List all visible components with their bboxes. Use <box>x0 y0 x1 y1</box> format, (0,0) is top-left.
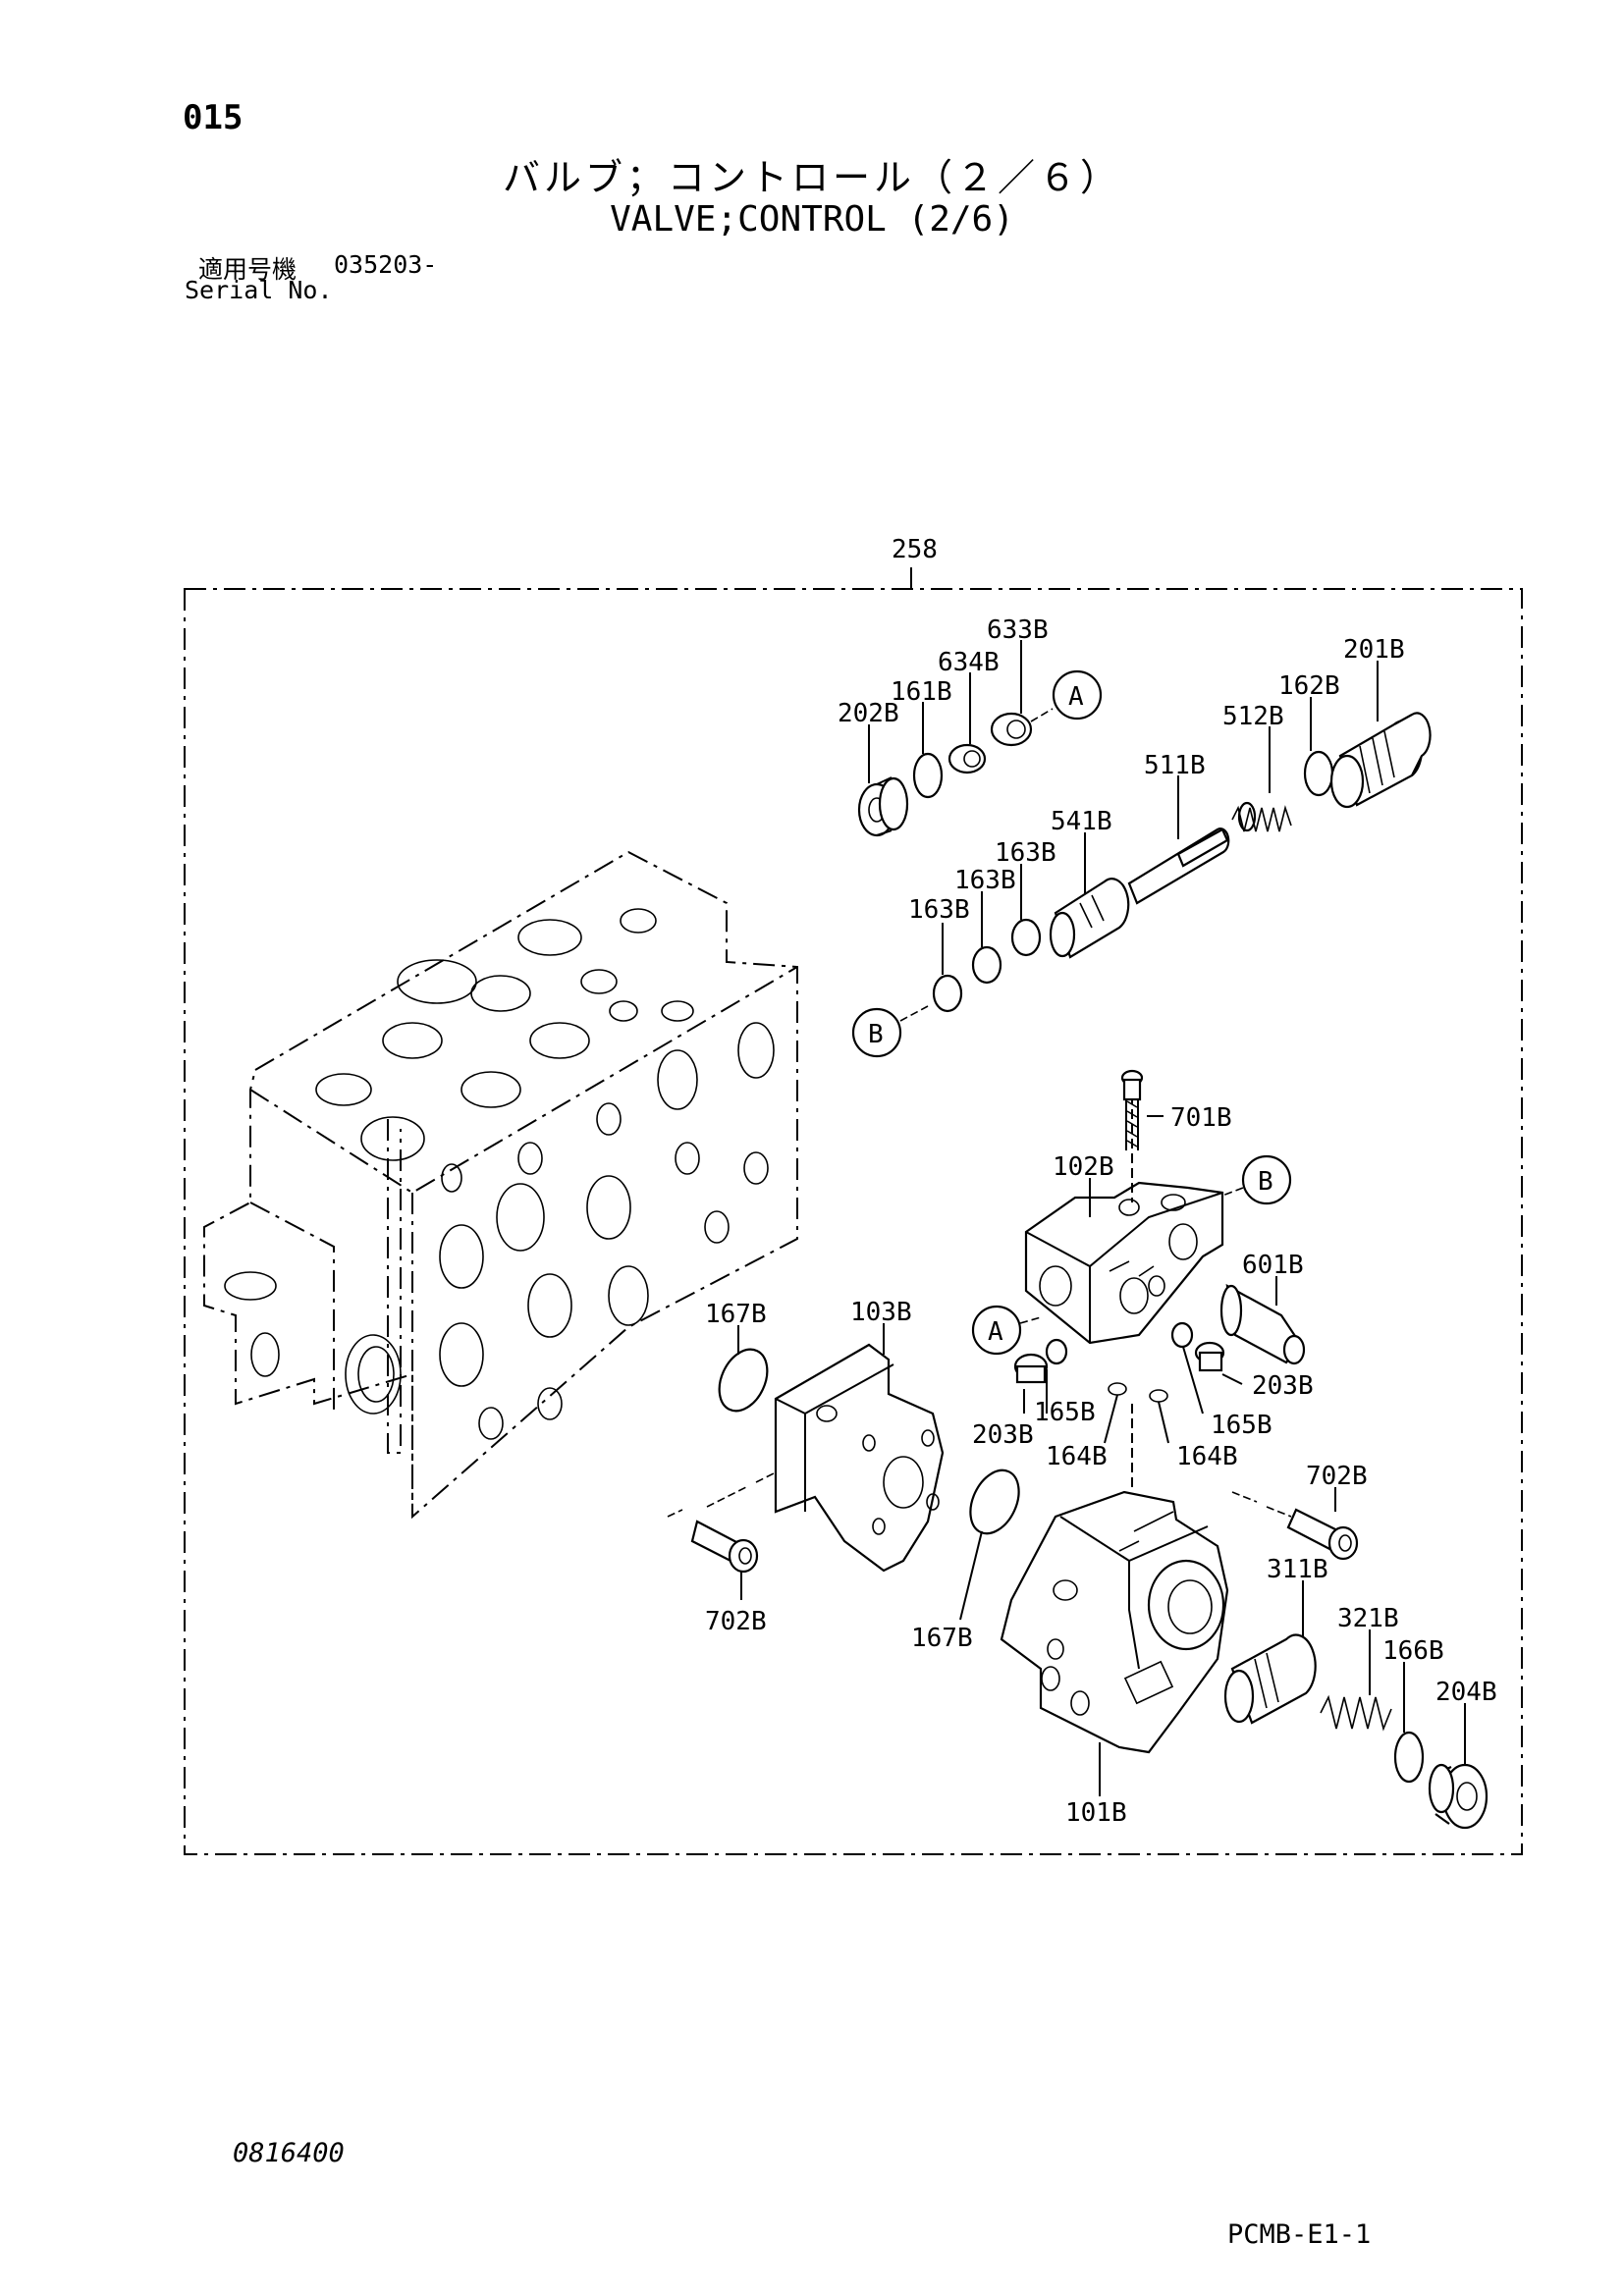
o-ring-165B-left <box>1045 1338 1068 1365</box>
o-ring-162B <box>1303 750 1334 797</box>
valve-housing-block <box>203 850 798 1520</box>
o-ring-167B-upper <box>718 1348 769 1413</box>
o-ring-161B <box>912 752 944 799</box>
callout-321B: 321B <box>1337 1604 1399 1633</box>
callout-163B-1: 163B <box>908 895 970 925</box>
svg-text:B: B <box>1258 1167 1273 1197</box>
valve-body-101B <box>1000 1490 1229 1754</box>
cap-201B <box>1329 712 1432 809</box>
callout-311B: 311B <box>1267 1555 1328 1584</box>
callout-163B-2: 163B <box>954 866 1016 895</box>
callout-163B-3: 163B <box>995 838 1056 868</box>
sleeve-541B <box>1049 878 1130 959</box>
callout-702B-right: 702B <box>1306 1462 1368 1491</box>
callout-203B-left: 203B <box>972 1420 1034 1450</box>
o-ring-163B-1 <box>932 974 963 1013</box>
callout-leaders <box>737 640 1466 1796</box>
drawing-code: 0816400 <box>233 2138 345 2168</box>
callout-204B: 204B <box>1435 1678 1497 1707</box>
reference-marker-a-top: A <box>1052 669 1103 721</box>
serial-label-english: Serial No. <box>185 276 333 304</box>
callout-702B-left: 702B <box>705 1607 767 1636</box>
reference-marker-b-left: B <box>851 1005 929 1058</box>
serial-label-japanese: 適用号機 <box>198 255 298 284</box>
o-ring-165B-right <box>1170 1321 1194 1349</box>
reference-marker-a-mid: A <box>971 1305 1042 1356</box>
callout-166B: 166B <box>1382 1636 1444 1666</box>
spring-512B <box>1231 805 1292 832</box>
callout-511B: 511B <box>1144 751 1206 780</box>
callout-601B: 601B <box>1242 1251 1304 1280</box>
o-ring-166B <box>1393 1731 1425 1784</box>
plug-204B <box>1428 1763 1489 1830</box>
o-ring-163B-2 <box>971 945 1002 985</box>
plug-203B-left <box>1013 1353 1049 1384</box>
svg-text:B: B <box>868 1020 884 1049</box>
plug-203B-right <box>1194 1341 1225 1372</box>
reference-marker-b-right: B <box>1221 1154 1292 1205</box>
callout-203B-right: 203B <box>1252 1371 1314 1401</box>
callout-164B-left: 164B <box>1046 1442 1108 1471</box>
svg-text:A: A <box>988 1317 1003 1347</box>
callout-167B-lower: 167B <box>911 1624 973 1653</box>
plug-202B <box>857 776 909 837</box>
callout-164B-right: 164B <box>1176 1442 1238 1471</box>
callout-634B: 634B <box>938 648 1000 677</box>
callout-103B: 103B <box>850 1298 912 1327</box>
poppet-311B <box>1223 1633 1317 1725</box>
callout-202B: 202B <box>838 699 899 728</box>
callout-633B: 633B <box>987 615 1049 645</box>
callout-541B: 541B <box>1051 807 1112 836</box>
callout-512B: 512B <box>1222 702 1284 731</box>
spool-511B <box>1127 801 1257 905</box>
part-634B <box>947 743 987 774</box>
o-ring-167B-lower <box>969 1468 1020 1535</box>
spring-321B <box>1320 1694 1392 1732</box>
callout-165B-left: 165B <box>1034 1398 1096 1427</box>
o-ring-164B-right <box>1149 1389 1168 1403</box>
callout-201B: 201B <box>1343 635 1405 665</box>
assembly-label: 258 <box>892 535 938 564</box>
o-ring-164B-left <box>1108 1382 1127 1396</box>
bolt-702B-right <box>1286 1508 1359 1561</box>
callout-701B: 701B <box>1170 1103 1232 1133</box>
o-ring-163B-3 <box>1010 918 1042 957</box>
serial-number-value: 035203- <box>334 250 438 279</box>
callout-167B-upper: 167B <box>705 1300 767 1329</box>
sensor-601B <box>1219 1283 1306 1365</box>
title-english: VALVE;CONTROL (2/6) <box>610 199 1014 240</box>
title-japanese: バルブ；コントロール（２／６） <box>502 156 1121 199</box>
control-body-102B <box>1024 1181 1224 1345</box>
callout-102B: 102B <box>1053 1152 1114 1182</box>
callout-101B: 101B <box>1065 1798 1127 1828</box>
adaptor-plate-103B <box>774 1343 945 1573</box>
part-633B <box>990 712 1033 747</box>
assembly-frame <box>184 588 1523 1855</box>
callout-161B: 161B <box>891 677 952 707</box>
callout-165B-right: 165B <box>1211 1411 1272 1440</box>
page-number: 015 <box>183 98 244 137</box>
svg-text:A: A <box>1068 682 1084 712</box>
page-reference: PCMB-E1-1 <box>1227 2219 1372 2250</box>
bolt-701B <box>1120 1069 1144 1150</box>
callout-162B: 162B <box>1278 671 1340 701</box>
bolt-702B-left <box>690 1520 759 1574</box>
